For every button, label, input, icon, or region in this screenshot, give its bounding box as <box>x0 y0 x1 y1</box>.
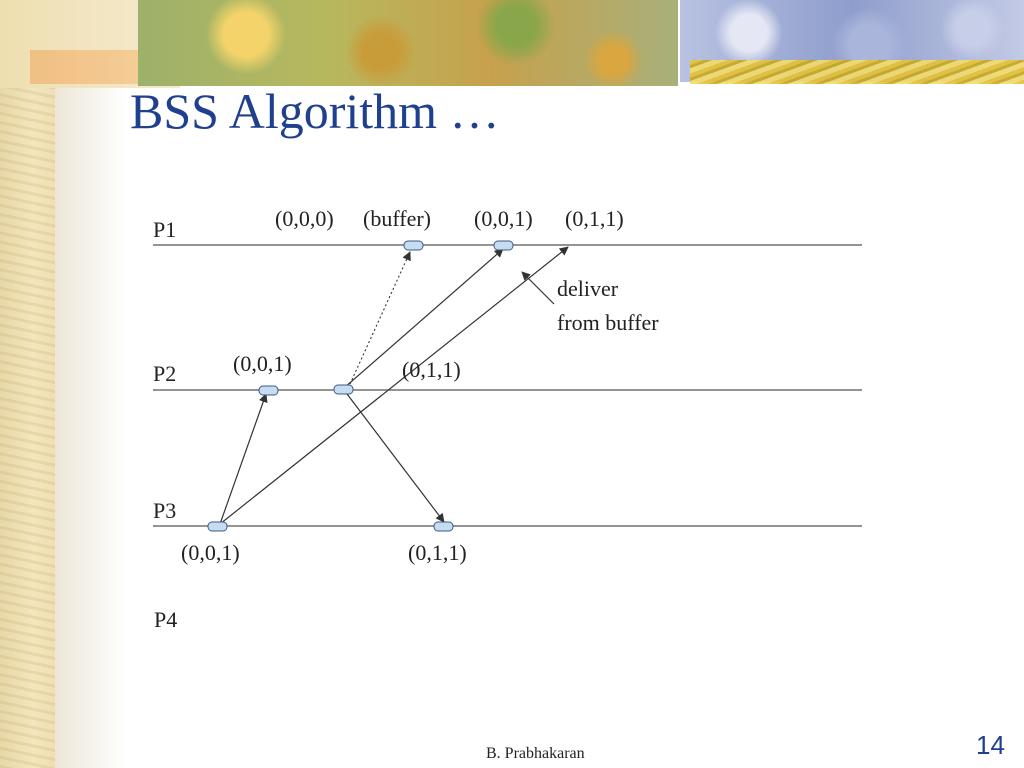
parchment-fade <box>55 0 125 768</box>
annotation-from-buffer: from buffer <box>557 310 659 335</box>
parchment-strip <box>0 0 55 768</box>
footer-author: B. Prabhakaran <box>486 745 585 762</box>
p1-buffer-label: (buffer) <box>363 206 431 231</box>
p1-vector-label: (0,0,1) <box>474 206 533 231</box>
buffer-dotted-link <box>349 251 411 385</box>
message-p2-to-p1 <box>343 248 504 389</box>
p2-vector-label: (0,1,1) <box>402 357 461 382</box>
deliver-annotation-arrow <box>521 271 555 305</box>
event-p1-receive <box>493 240 514 251</box>
message-p2-to-p3 <box>343 389 445 523</box>
event-p3-send <box>207 521 228 532</box>
slide-number: 14 <box>976 730 1005 760</box>
p1-vector-label: (0,1,1) <box>565 206 624 231</box>
process-label-p1: P1 <box>153 217 177 242</box>
event-p2-send <box>333 384 354 395</box>
process-label-p4: P4 <box>154 607 178 632</box>
event-p3-receive <box>433 521 454 532</box>
process-label-p2: P2 <box>153 361 177 386</box>
p3-vector-label: (0,1,1) <box>408 540 467 565</box>
p3-vector-label: (0,0,1) <box>181 540 240 565</box>
p2-vector-label: (0,0,1) <box>233 351 292 376</box>
banner-straw-image <box>690 60 1024 84</box>
event-p1-buffer <box>403 240 424 251</box>
annotation-deliver: deliver <box>557 276 619 301</box>
p1-vector-label: (0,0,0) <box>275 206 334 231</box>
message-p3-to-p1 <box>219 246 569 525</box>
event-p2-receive <box>258 385 279 396</box>
slide-title: BSS Algorithm … <box>130 83 500 139</box>
process-label-p3: P3 <box>153 498 177 523</box>
banner-collage <box>0 0 1024 88</box>
message-p3-to-p2 <box>219 393 268 525</box>
banner-leaves-image <box>138 0 678 86</box>
